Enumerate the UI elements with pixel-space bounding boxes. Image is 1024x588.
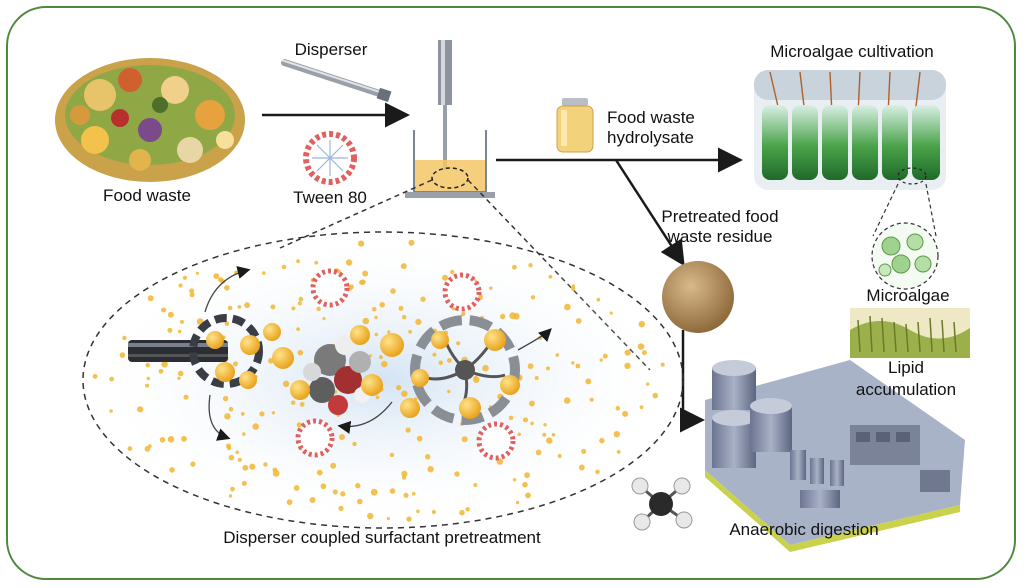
bioreactor-photo — [754, 70, 946, 190]
micelle-icon — [303, 131, 357, 185]
label-anaerobic-digestion: Anaerobic digestion — [729, 520, 879, 539]
hydrolysate-jar-icon — [556, 98, 594, 153]
diagram-frame — [6, 6, 1016, 580]
label-lipid-1: Lipid — [888, 358, 924, 377]
label-residue-1: Pretreated food — [661, 207, 779, 226]
arrow-to-residue — [614, 159, 685, 267]
disperser-probe-icon — [281, 59, 392, 103]
zoom-micelle-top — [310, 268, 350, 308]
label-food-waste: Food waste — [103, 186, 191, 205]
residue-pile-icon — [662, 261, 734, 333]
digestion-plant-icon — [705, 360, 965, 552]
label-hydrolysate-1: Food waste — [607, 108, 695, 127]
food-waste-photo — [55, 58, 245, 182]
microalgae-cell-icon — [871, 222, 939, 290]
arrow-to-digestion — [680, 330, 705, 433]
label-residue-2: waste residue — [667, 227, 773, 246]
label-microalgae-cultivation: Microalgae cultivation — [770, 42, 934, 61]
beaker-icon — [405, 40, 495, 198]
label-pretreatment: Disperser coupled surfactant pretreatmen… — [223, 528, 541, 547]
methane-molecule-icon — [631, 477, 693, 531]
pretreatment-zoom — [82, 231, 684, 529]
zoom-micelle-bottom — [476, 421, 516, 461]
label-lipid-2: accumulation — [855, 380, 957, 399]
lipid-photo — [850, 308, 970, 358]
zoom-micelle-right — [442, 272, 482, 312]
label-hydrolysate-2: hydrolysate — [607, 128, 694, 147]
food-particle-molecule — [303, 335, 371, 415]
label-microalgae: Microalgae — [866, 286, 950, 305]
label-tween80: Tween 80 — [293, 188, 367, 207]
disperser-shaft — [128, 314, 263, 388]
zoom-micelle-left — [295, 418, 335, 458]
label-disperser: Disperser — [294, 40, 368, 59]
